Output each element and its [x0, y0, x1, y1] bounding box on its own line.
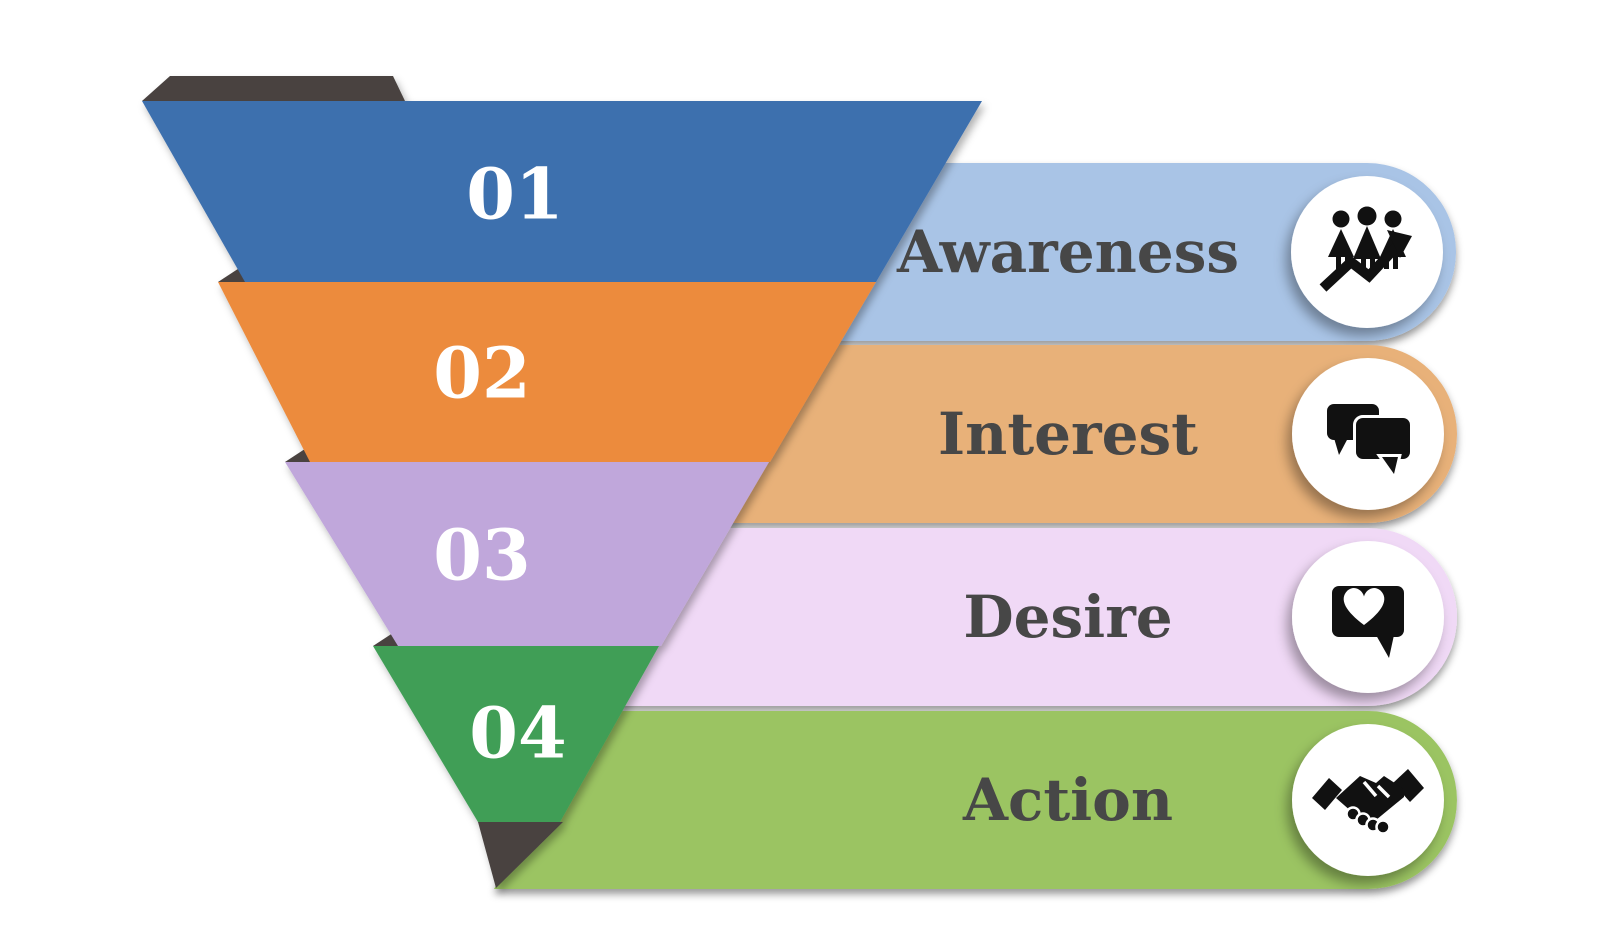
awareness-label: Awareness — [896, 218, 1239, 286]
stage-bar-interest: Interest — [709, 345, 1457, 523]
chat-bubbles-icon — [1327, 404, 1413, 482]
stage-number-2: 02 — [433, 332, 530, 415]
awareness-bar-shape — [816, 163, 1456, 341]
handshake-icon — [1312, 769, 1424, 835]
funnel-layer-interest — [218, 282, 876, 462]
desire-bar-shape — [601, 528, 1457, 706]
stage-bar-desire: Desire — [601, 528, 1457, 706]
stage-number-4: 04 — [469, 692, 566, 775]
funnel-top-rim-dark — [142, 76, 405, 101]
stage-bar-action: Action — [494, 711, 1457, 889]
interest-bar-shape — [709, 345, 1457, 523]
stage-numbers: 01 02 03 04 — [433, 153, 566, 775]
funnel-layer-action — [373, 646, 659, 822]
funnel-layer-awareness — [142, 101, 982, 282]
stage-number-3: 03 — [433, 514, 530, 597]
interest-label: Interest — [938, 400, 1198, 468]
action-bar-shape — [494, 711, 1457, 889]
stage-number-1: 01 — [466, 153, 563, 236]
stage-bar-awareness: Awareness — [816, 163, 1456, 341]
heart-message-icon — [1332, 586, 1404, 658]
action-label: Action — [962, 766, 1173, 834]
people-growth-icon — [1319, 206, 1412, 292]
funnel-shapes — [142, 76, 982, 888]
desire-label: Desire — [963, 583, 1172, 651]
funnel-layer-desire — [285, 462, 769, 646]
stage-bars: Awareness Interest — [494, 163, 1457, 889]
funnel-tip-dark — [478, 822, 563, 888]
